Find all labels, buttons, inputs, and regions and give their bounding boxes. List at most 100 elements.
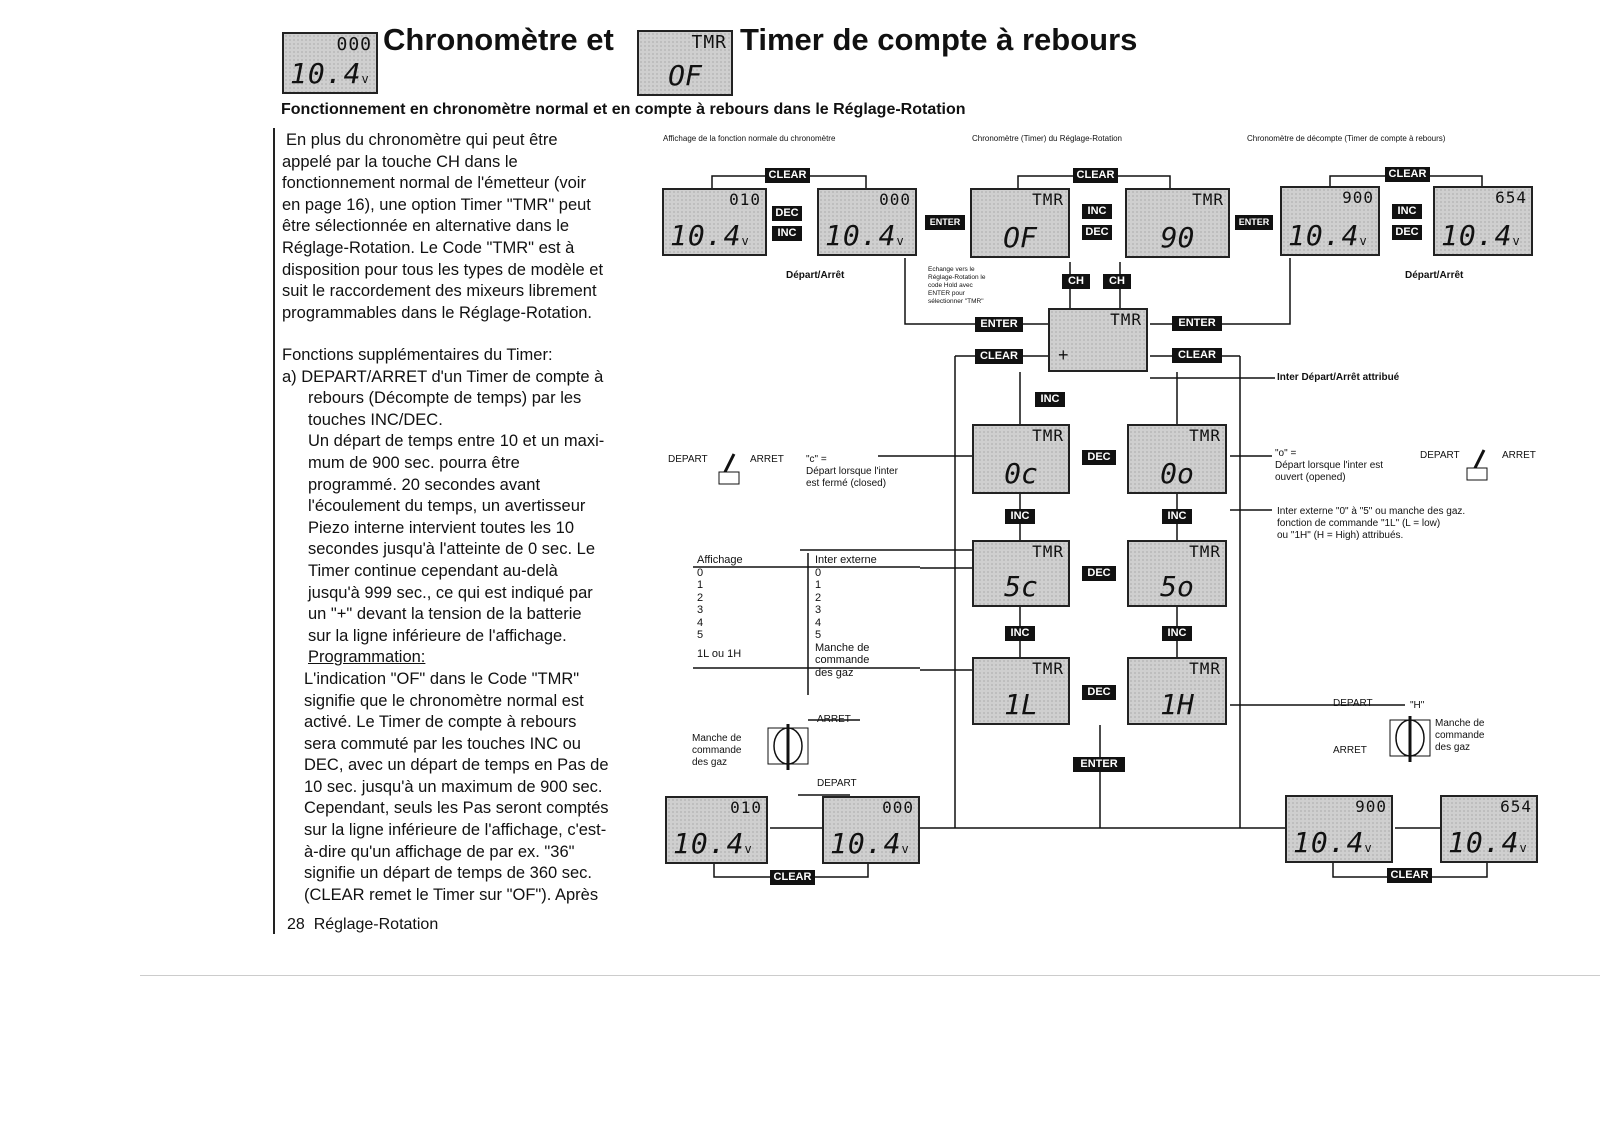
lcd-bottom: 10.4v bbox=[673, 827, 753, 860]
ext-line: fonction de commande "1L" (L = low) bbox=[1277, 518, 1441, 529]
lcd-bottom-900: 900 10.4v bbox=[1285, 795, 1393, 863]
text-line: en page 16), une option Timer "TMR" peut bbox=[282, 195, 591, 214]
table-cell: 1 bbox=[815, 579, 822, 591]
inc-key: INC bbox=[1082, 204, 1112, 219]
text-line: disposition pour tous les types de modèl… bbox=[282, 260, 604, 279]
text-line: à-dire qu'un affichage de par ex. "36" bbox=[304, 842, 575, 861]
arret-label: ARRET bbox=[1333, 745, 1367, 756]
text-line: activé. Le Timer de compte à rebours bbox=[304, 713, 577, 732]
enter-key: ENTER bbox=[975, 317, 1023, 332]
table-cell: des gaz bbox=[815, 666, 854, 679]
throttle-stick-icon bbox=[1388, 710, 1432, 771]
note-line: sélectionner "TMR" bbox=[928, 298, 984, 305]
section-name: Réglage-Rotation bbox=[313, 916, 439, 933]
toggle-switch-icon bbox=[1464, 448, 1490, 489]
o-line: ouvert (opened) bbox=[1275, 472, 1346, 483]
lcd-bottom: 0c bbox=[1004, 457, 1038, 490]
c-definition: "c" = Départ lorsque l'inter est fermé (… bbox=[806, 454, 898, 490]
lcd-bottom: 10.4v bbox=[1441, 219, 1521, 252]
table-cell: 4 bbox=[815, 616, 822, 629]
lcd-normal-010: 010 10.4v bbox=[662, 188, 767, 256]
lcd-bottom: 90 bbox=[1160, 221, 1195, 254]
lcd-top-digits: 000 bbox=[336, 34, 372, 55]
table-cell: 5 bbox=[815, 629, 822, 641]
lcd-state-1h: TMR 1H bbox=[1127, 657, 1227, 725]
manche-line: des gaz bbox=[692, 757, 728, 768]
lcd-top-digits: 010 bbox=[729, 190, 761, 209]
functions-paragraph: Fonctions supplémentaires du Timer: a) D… bbox=[282, 345, 662, 906]
lcd-bottom: 5o bbox=[1160, 570, 1194, 603]
title-lcd-timer: TMR OF bbox=[637, 30, 733, 96]
clear-key: CLEAR bbox=[1385, 167, 1430, 182]
lcd-bottom: 1H bbox=[1160, 688, 1194, 721]
c-line: Départ lorsque l'inter bbox=[806, 466, 898, 477]
text-line: Piezo interne intervient toutes les 10 bbox=[308, 518, 574, 537]
table-cell: 1L ou 1H bbox=[697, 647, 742, 660]
lcd-top-digits: TMR bbox=[1189, 659, 1221, 678]
lcd-bottom: 10.4v bbox=[1288, 219, 1368, 252]
dec-key: DEC bbox=[772, 206, 802, 221]
text-line: L'indication "OF" dans le Code "TMR" bbox=[304, 669, 580, 688]
text-line: programmables dans le Réglage-Rotation. bbox=[282, 303, 593, 322]
text-line: sur la ligne inférieure de l'affichage, … bbox=[304, 821, 607, 840]
inc-key: INC bbox=[1392, 204, 1422, 219]
table-header: Inter externe bbox=[815, 554, 877, 566]
enter-key: ENTER bbox=[925, 215, 965, 230]
dec-key: DEC bbox=[1392, 225, 1422, 240]
arret-label: ARRET bbox=[1502, 450, 1536, 461]
text-line: Cependant, seuls les Pas seront comptés bbox=[304, 799, 609, 818]
lcd-bottom: 1L bbox=[1004, 688, 1038, 721]
lcd-bottom: 0o bbox=[1160, 457, 1194, 490]
text-line: suit le raccordement des mixeurs libreme… bbox=[282, 282, 597, 301]
text-line: fonctionnement normal de l'émetteur (voi… bbox=[282, 174, 586, 193]
table-cell: 3 bbox=[815, 604, 822, 616]
text-line: Réglage-Rotation. Le Code "TMR" est à bbox=[282, 238, 575, 257]
echange-note: Echange vers le Réglage-Rotation le code… bbox=[928, 266, 998, 306]
text-line: Un départ de temps entre 10 et un maxi- bbox=[308, 432, 605, 451]
lcd-bottom: 10.4v bbox=[290, 57, 370, 90]
text-line: a) DEPART/ARRET d'un Timer de compte à bbox=[282, 367, 604, 386]
table-cell: 2 bbox=[815, 591, 822, 604]
text-line: (CLEAR remet le Timer sur "OF"). Après bbox=[304, 885, 599, 904]
text-line: sera commuté par les touches INC ou bbox=[304, 734, 581, 753]
clear-key: CLEAR bbox=[1172, 348, 1222, 363]
o-line: Départ lorsque l'inter est bbox=[1275, 460, 1384, 471]
depart-label: DEPART bbox=[1420, 450, 1460, 461]
o-title: "o" = bbox=[1275, 448, 1297, 459]
lcd-center-tmr: TMR + bbox=[1048, 308, 1148, 372]
clear-key: CLEAR bbox=[1073, 168, 1118, 183]
lcd-state-0o: TMR 0o bbox=[1127, 424, 1227, 494]
lcd-top-digits: 900 bbox=[1355, 797, 1387, 816]
lcd-countdown-654: 654 10.4v bbox=[1433, 186, 1533, 256]
lcd-top-digits: TMR bbox=[1189, 426, 1221, 445]
title-lcd-chrono: 000 10.4v bbox=[282, 32, 378, 94]
page-footer: 28 Réglage-Rotation bbox=[287, 916, 438, 934]
text-line: touches INC/DEC. bbox=[308, 410, 443, 429]
col-title-rotation: Chronomètre (Timer) du Réglage-Rotation bbox=[972, 134, 1122, 143]
lcd-state-5c: TMR 5c bbox=[972, 540, 1070, 607]
note-line: Réglage-Rotation le bbox=[928, 274, 986, 281]
dec-key: DEC bbox=[1082, 450, 1116, 465]
inc-key: INC bbox=[1162, 509, 1192, 524]
table-cell: 3 bbox=[697, 604, 704, 616]
clear-key: CLEAR bbox=[975, 349, 1023, 364]
intro-paragraph: En plus du chronomètre qui peut être app… bbox=[282, 130, 662, 324]
note-line: ENTER pour bbox=[928, 290, 965, 297]
manche-line: commande bbox=[1435, 730, 1485, 741]
inc-key: INC bbox=[1162, 626, 1192, 641]
lcd-state-1l: TMR 1L bbox=[972, 657, 1070, 725]
inc-key: INC bbox=[1035, 392, 1065, 407]
lcd-bottom-000: 000 10.4v bbox=[822, 796, 920, 864]
dec-key: DEC bbox=[1082, 225, 1112, 240]
lcd-bottom: OF bbox=[1003, 221, 1037, 254]
text-line: programmé. 20 secondes avant bbox=[308, 475, 541, 494]
clear-key: CLEAR bbox=[765, 168, 810, 183]
table-cell: 1 bbox=[697, 579, 704, 591]
inc-key: INC bbox=[1005, 509, 1035, 524]
manche-label: Manche de commande des gaz bbox=[1435, 718, 1484, 754]
text-line: rebours (Décompte de temps) par les bbox=[308, 389, 582, 408]
lcd-state-0c: TMR 0c bbox=[972, 424, 1070, 494]
manche-line: Manche de bbox=[692, 733, 742, 744]
ext-line: Inter externe "0" à "5" ou manche des ga… bbox=[1277, 506, 1466, 517]
